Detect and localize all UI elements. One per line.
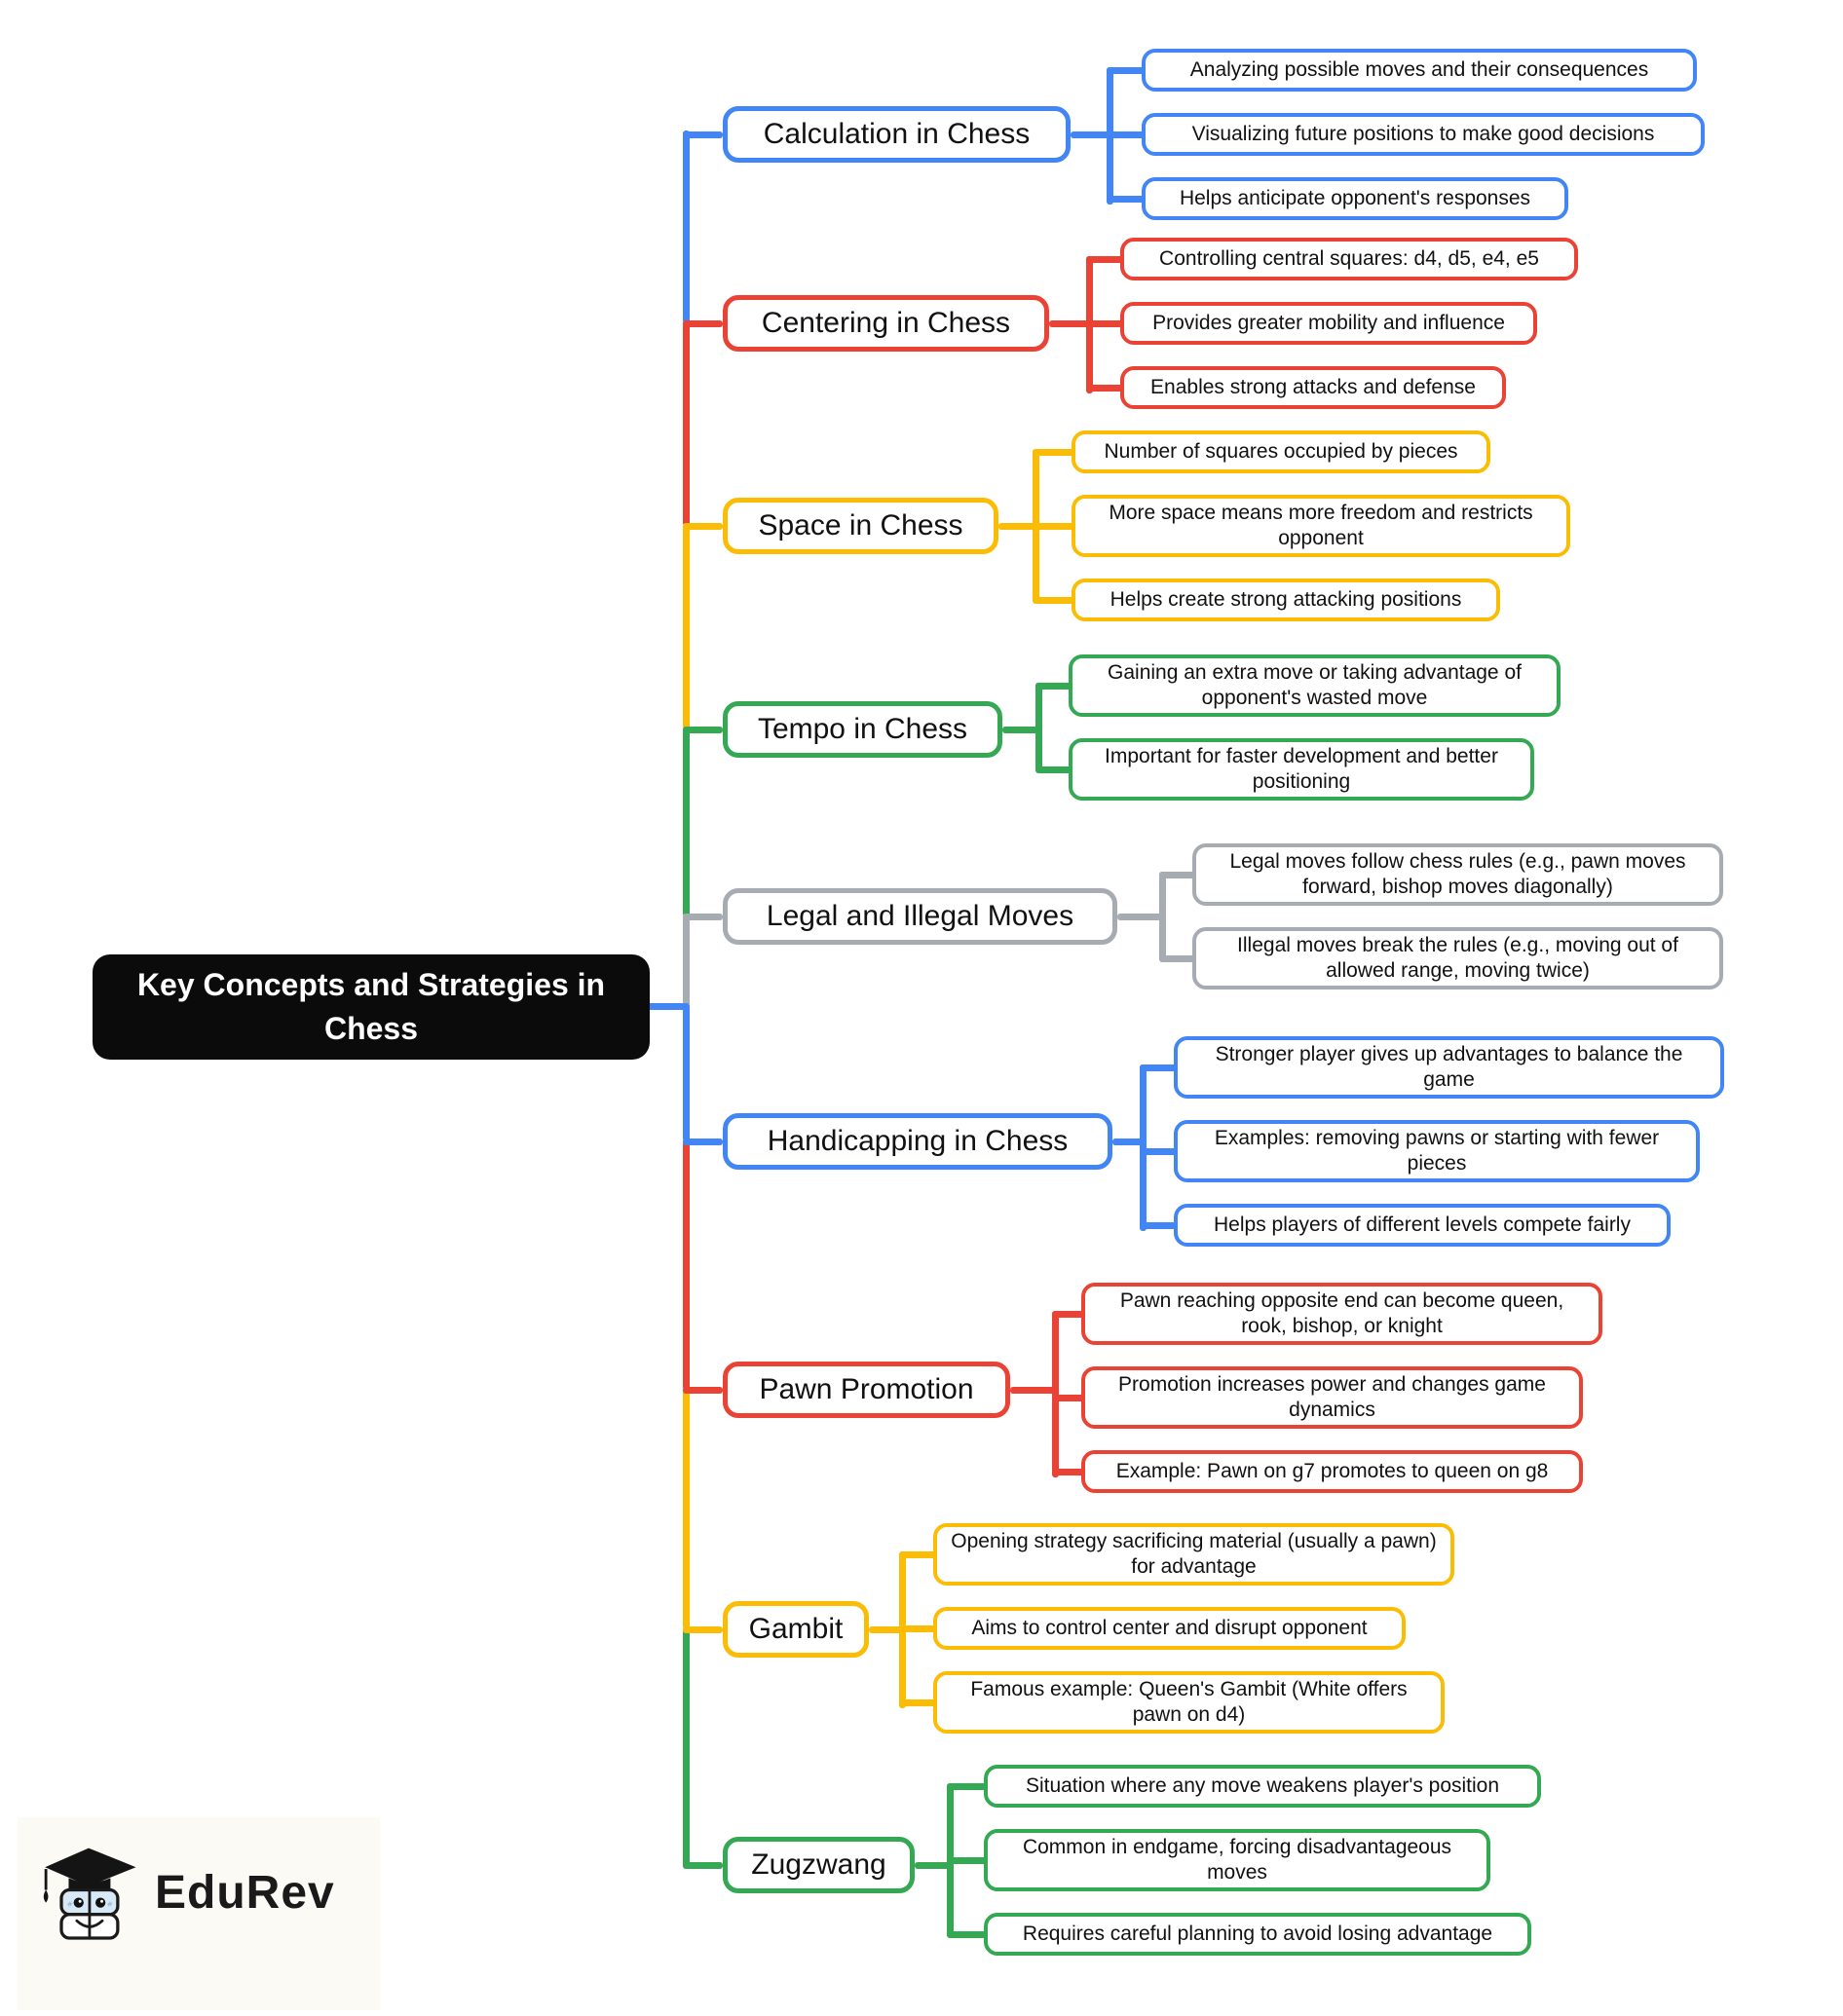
leaf-node: Illegal moves break the rules (e.g., mov… <box>1192 927 1723 989</box>
subtrunk <box>1159 872 1166 961</box>
leaf-node: Opening strategy sacrificing material (u… <box>933 1523 1454 1586</box>
subtrunk-connector <box>1002 727 1042 733</box>
leaf-connector <box>1140 1148 1178 1155</box>
branch-title-calculation: Calculation in Chess <box>723 106 1071 163</box>
edurev-mascot-icon: # # <box>34 1833 143 1953</box>
leaf-connector <box>947 1783 988 1790</box>
leaf-node: Controlling central squares: d4, d5, e4,… <box>1120 238 1578 280</box>
branch-connector <box>683 1139 723 1145</box>
trunk-segment <box>683 1141 690 1390</box>
leaf-node: Helps players of different levels compet… <box>1174 1204 1671 1247</box>
subtrunk <box>1052 1311 1059 1477</box>
leaf-node: Visualizing future positions to make goo… <box>1142 113 1705 156</box>
subtrunk-connector <box>1071 131 1113 138</box>
svg-text:#: # <box>107 1899 113 1908</box>
branch-title-centering: Centering in Chess <box>723 295 1049 352</box>
leaf-connector <box>1107 67 1146 74</box>
leaf-connector <box>1140 1222 1178 1229</box>
leaf-connector <box>1086 320 1124 327</box>
leaf-node: Legal moves follow chess rules (e.g., pa… <box>1192 843 1723 906</box>
leaf-node: Promotion increases power and changes ga… <box>1081 1366 1583 1429</box>
leaf-connector <box>1107 196 1146 203</box>
leaf-node: Enables strong attacks and defense <box>1120 366 1506 409</box>
leaf-connector <box>1035 766 1072 773</box>
branch-connector <box>683 320 723 327</box>
trunk-segment <box>683 131 690 323</box>
branch-title-tempo: Tempo in Chess <box>723 701 1002 758</box>
trunk-segment <box>683 1006 690 1141</box>
branch-title-pawn-promotion: Pawn Promotion <box>723 1362 1010 1418</box>
leaf-connector <box>1159 872 1196 878</box>
leaf-node: Important for faster development and bet… <box>1069 738 1534 801</box>
subtrunk-connector <box>1117 914 1166 920</box>
leaf-node: Requires careful planning to avoid losin… <box>984 1913 1531 1956</box>
subtrunk-connector <box>915 1862 954 1869</box>
leaf-connector <box>899 1551 937 1558</box>
leaf-connector <box>1052 1311 1085 1318</box>
leaf-node: Number of squares occupied by pieces <box>1072 430 1490 473</box>
leaf-connector <box>899 1699 937 1706</box>
branch-title-legal-moves: Legal and Illegal Moves <box>723 888 1117 945</box>
leaf-connector <box>1033 449 1075 456</box>
edurev-logo: # # EduRev <box>34 1833 335 1953</box>
branch-connector <box>683 131 723 138</box>
leaf-connector <box>1140 1064 1178 1071</box>
leaf-node: Helps create strong attacking positions <box>1072 579 1500 621</box>
trunk-segment <box>683 323 690 526</box>
leaf-node: More space means more freedom and restri… <box>1072 495 1570 557</box>
leaf-connector <box>1033 597 1075 604</box>
leaf-connector <box>1052 1469 1085 1475</box>
leaf-node: Aims to control center and disrupt oppon… <box>933 1607 1406 1650</box>
leaf-node: Gaining an extra move or taking advantag… <box>1069 654 1561 717</box>
branch-connector <box>683 523 723 530</box>
leaf-node: Stronger player gives up advantages to b… <box>1174 1036 1724 1099</box>
subtrunk-connector <box>869 1626 906 1633</box>
leaf-node: Common in endgame, forcing disadvantageo… <box>984 1829 1490 1891</box>
branch-title-zugzwang: Zugzwang <box>723 1837 915 1893</box>
trunk-segment <box>683 729 690 916</box>
leaf-connector <box>1107 131 1146 138</box>
subtrunk-connector <box>998 523 1039 530</box>
leaf-connector <box>1035 683 1072 690</box>
leaf-node: Example: Pawn on g7 promotes to queen on… <box>1081 1450 1583 1493</box>
subtrunk-connector <box>1112 1139 1147 1145</box>
leaf-node: Famous example: Queen's Gambit (White of… <box>933 1671 1445 1734</box>
branch-connector <box>683 914 723 920</box>
leaf-connector <box>1033 523 1075 530</box>
leaf-connector <box>947 1931 988 1938</box>
leaf-connector <box>1086 385 1124 392</box>
subtrunk-connector <box>1049 320 1093 327</box>
leaf-connector <box>1052 1395 1085 1401</box>
leaf-node: Helps anticipate opponent's responses <box>1142 177 1568 220</box>
leaf-connector <box>947 1857 988 1864</box>
trunk-segment <box>683 916 690 1006</box>
branch-title-space: Space in Chess <box>723 498 998 554</box>
leaf-node: Provides greater mobility and influence <box>1120 302 1537 345</box>
subtrunk-connector <box>1010 1387 1059 1394</box>
branch-connector <box>683 727 723 733</box>
root-node: Key Concepts and Strategies in Chess <box>93 954 650 1060</box>
leaf-connector <box>899 1625 937 1632</box>
branch-connector <box>683 1862 723 1869</box>
leaf-node: Analyzing possible moves and their conse… <box>1142 49 1697 92</box>
trunk-segment <box>683 1390 690 1629</box>
leaf-node: Situation where any move weakens player'… <box>984 1765 1541 1808</box>
branch-title-gambit: Gambit <box>723 1601 869 1658</box>
branch-title-handicapping: Handicapping in Chess <box>723 1113 1112 1170</box>
leaf-connector <box>1159 955 1196 962</box>
branch-connector <box>683 1387 723 1394</box>
leaf-connector <box>1086 256 1124 263</box>
trunk-segment <box>683 1629 690 1868</box>
root-connector <box>643 1003 690 1010</box>
subtrunk <box>1035 683 1042 772</box>
svg-text:#: # <box>67 1899 73 1908</box>
subtrunk <box>1140 1064 1147 1231</box>
edurev-logo-text: EduRev <box>155 1867 335 1919</box>
leaf-node: Examples: removing pawns or starting wit… <box>1174 1120 1700 1182</box>
leaf-node: Pawn reaching opposite end can become qu… <box>1081 1283 1602 1345</box>
trunk-segment <box>683 526 690 729</box>
branch-connector <box>683 1626 723 1633</box>
